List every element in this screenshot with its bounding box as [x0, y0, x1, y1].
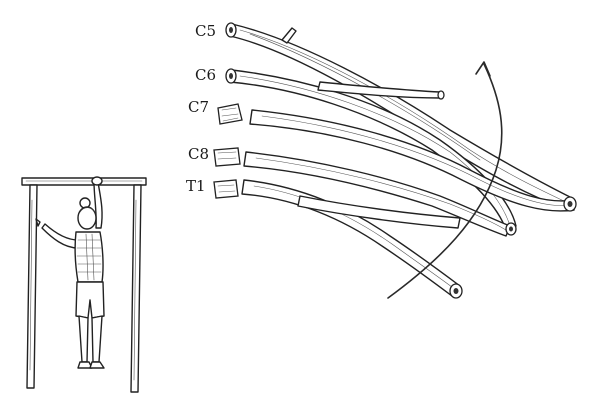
nerve-c6-root-end [225, 68, 237, 84]
gymnast-figure [21, 176, 147, 393]
nerve-t1-avulsed-stump [213, 179, 239, 199]
label-c8: C8 [188, 145, 209, 163]
label-t1: T1 [186, 177, 206, 195]
left-post [26, 184, 38, 389]
gymnast-left-leg [78, 315, 89, 363]
nerve-c6 [229, 69, 517, 231]
nerve-c7-avulsed-stump [217, 103, 243, 125]
nerve-plexus [213, 22, 577, 299]
label-c6: C6 [195, 66, 216, 84]
curved-motion-arrow [387, 61, 503, 299]
terminal-end-middle [505, 222, 517, 236]
label-c7: C7 [188, 98, 209, 116]
terminal-end-upper [563, 196, 577, 212]
gymnast-right-foot [89, 361, 105, 369]
gymnast-head [77, 206, 97, 230]
gymnast-right-leg [91, 315, 103, 363]
gymnast-hand [91, 176, 103, 186]
gymnast-side-arm [41, 223, 79, 249]
nerve-c5-root-end [225, 22, 237, 38]
gymnast-torso [74, 231, 104, 283]
label-c5: C5 [195, 22, 216, 40]
terminal-end-lower [449, 283, 463, 299]
horizontal-bar [21, 177, 147, 186]
right-post [130, 184, 142, 393]
gymnast-raised-arm [93, 181, 103, 229]
gymnast-shorts [75, 281, 105, 319]
nerve-c8-avulsed-stump [213, 147, 241, 167]
